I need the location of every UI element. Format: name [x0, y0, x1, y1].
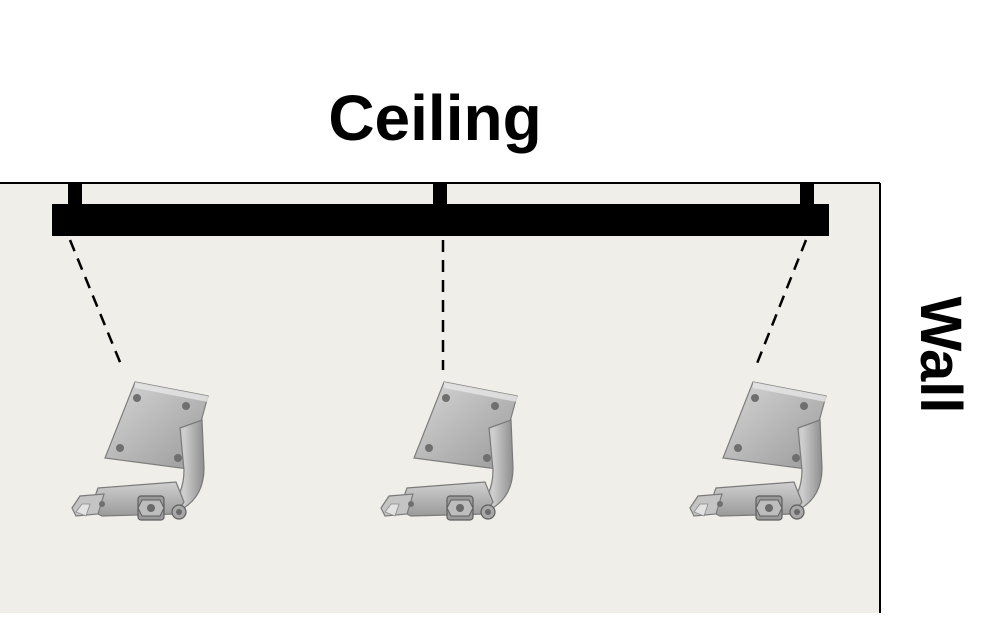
wall-label: Wall	[910, 296, 970, 413]
curtain-rail	[52, 204, 829, 236]
rail-post-right	[800, 183, 814, 207]
rail-post-left	[68, 183, 82, 207]
ceiling-label: Ceiling	[310, 80, 560, 156]
rail-post-center	[433, 183, 447, 207]
